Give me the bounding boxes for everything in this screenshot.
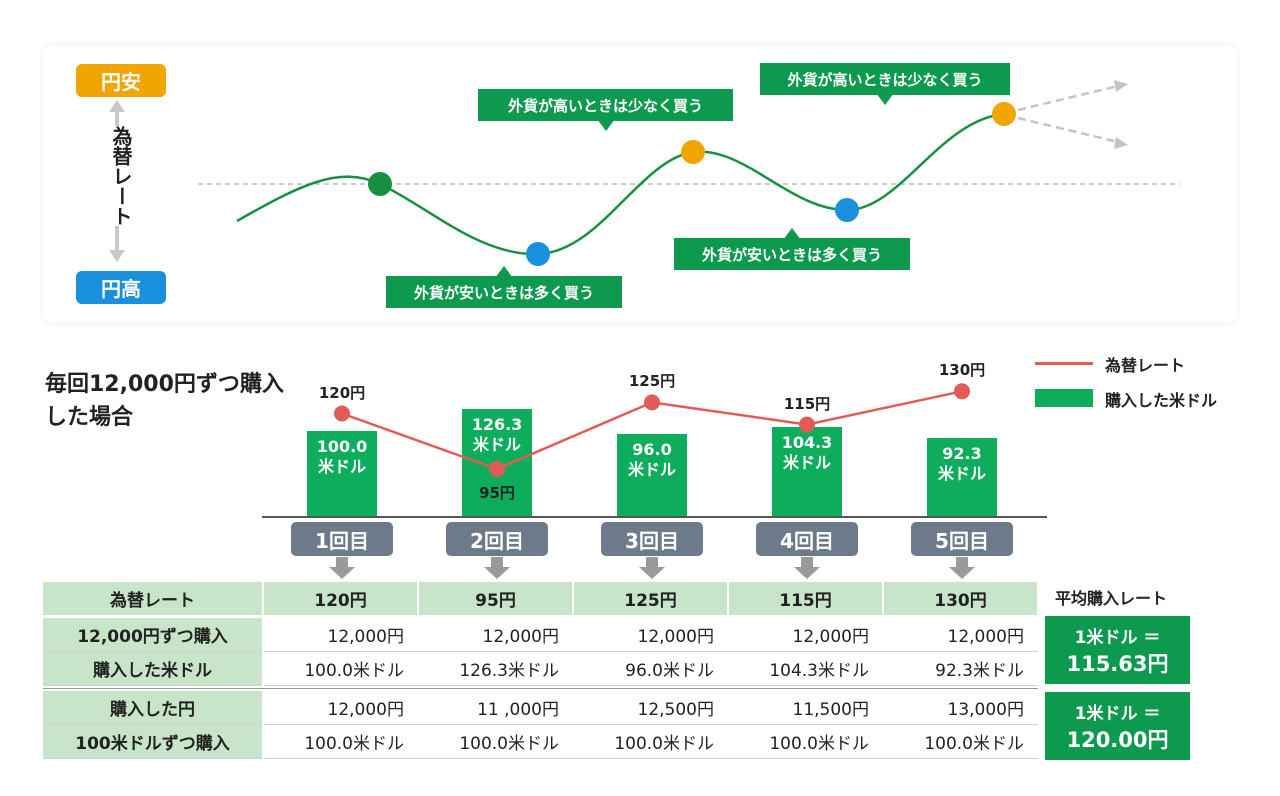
callout-high-1: 外貨が高いときは少なく買う bbox=[478, 89, 733, 131]
table-cell: 115円 bbox=[728, 582, 884, 618]
bar-label-l1: 100.0 bbox=[316, 437, 368, 456]
table-cell: 126.3米ドル bbox=[418, 651, 573, 686]
row-header: 購入した米ドル bbox=[43, 651, 264, 686]
bar-label-l2: 米ドル bbox=[937, 463, 986, 483]
table-cell: 12,000円 bbox=[263, 691, 418, 725]
forecast-up-arrow bbox=[1114, 80, 1128, 92]
table-cell: 12,000円 bbox=[263, 616, 418, 652]
row-header: 12,000円ずつ購入 bbox=[43, 616, 264, 652]
mid-point-dot bbox=[368, 172, 392, 196]
round-tab: 1回目 bbox=[291, 522, 393, 556]
table-cell: 11 ,000円 bbox=[418, 691, 573, 725]
table-cell: 95円 bbox=[418, 582, 574, 618]
chart-baseline bbox=[262, 516, 1047, 518]
axis-arrow-down bbox=[109, 250, 125, 262]
table-cell: 120円 bbox=[263, 582, 419, 618]
rate-point bbox=[799, 416, 815, 433]
high-point-dot-2 bbox=[992, 102, 1016, 126]
rate-point bbox=[644, 394, 660, 411]
weak-yen-label: 円安 bbox=[76, 64, 166, 97]
axis-arrow-up bbox=[109, 100, 125, 112]
table-cell: 12,500円 bbox=[573, 691, 728, 725]
table-cell: 104.3米ドル bbox=[728, 651, 883, 686]
low-point-dot-1 bbox=[526, 242, 550, 266]
avg-a-line2: 115.63円 bbox=[1066, 652, 1169, 676]
rate-point bbox=[489, 461, 505, 477]
row-header: 100米ドルずつ購入 bbox=[43, 724, 264, 759]
rate-point bbox=[334, 405, 350, 422]
table-cell: 12,000円 bbox=[883, 616, 1038, 652]
table-cell: 100.0米ドル bbox=[263, 651, 418, 686]
table-divider bbox=[43, 688, 1038, 689]
table-cell: 100.0米ドル bbox=[883, 724, 1038, 759]
round-tab: 5回目 bbox=[911, 522, 1013, 556]
legend-rate-swatch bbox=[1035, 362, 1093, 365]
rate-point bbox=[954, 383, 970, 400]
forecast-up-line bbox=[1017, 84, 1119, 112]
avg-rate-box-b: 1米ドル ＝ 120.00円 bbox=[1045, 692, 1190, 760]
chart-title: 毎回12,000円ずつ購入した場合 bbox=[45, 372, 284, 430]
table-cell: 12,000円 bbox=[573, 616, 728, 652]
table-cell: 12,000円 bbox=[418, 616, 573, 652]
bar-label-l1: 92.3 bbox=[942, 443, 982, 463]
legend-rate-label: 為替レート bbox=[1105, 356, 1186, 375]
round-tab: 2回目 bbox=[446, 522, 548, 556]
table-cell: 100.0米ドル bbox=[728, 724, 883, 759]
strong-yen-label: 円高 bbox=[76, 271, 166, 304]
row-header: 購入した円 bbox=[43, 691, 264, 725]
rate-label: 95円 bbox=[479, 484, 515, 502]
row-header: 為替レート bbox=[43, 582, 264, 618]
table-cell: 13,000円 bbox=[883, 691, 1038, 725]
table-cell: 100.0米ドル bbox=[418, 724, 573, 759]
table-cell: 130円 bbox=[883, 582, 1039, 618]
callout-high-2: 外貨が高いときは少なく買う bbox=[760, 63, 1010, 105]
legend-usd-label: 購入した米ドル bbox=[1105, 391, 1218, 410]
avg-b-line1: 1米ドル ＝ bbox=[1074, 704, 1161, 724]
rate-label: 125円 bbox=[628, 372, 676, 391]
bar-label-l2: 米ドル bbox=[627, 460, 676, 480]
bar-label-l1: 96.0 bbox=[632, 440, 672, 460]
bar-label-l2: 米ドル bbox=[317, 457, 366, 476]
table-cell: 92.3米ドル bbox=[883, 651, 1038, 686]
callout-low-1: 外貨が安いときは多く買う bbox=[386, 266, 622, 308]
avg-a-line1: 1米ドル ＝ bbox=[1074, 628, 1161, 648]
avg-rate-title: 平均購入レート bbox=[1055, 589, 1168, 608]
round-tab: 3回目 bbox=[601, 522, 703, 556]
bar-label-l1: 104.3 bbox=[781, 433, 833, 453]
table-cell: 100.0米ドル bbox=[263, 724, 418, 759]
rate-label: 120円 bbox=[318, 383, 366, 402]
rate-label: 115円 bbox=[783, 394, 831, 413]
forecast-down-line bbox=[1017, 116, 1119, 144]
bar-label-l2: 米ドル bbox=[472, 434, 521, 454]
bar-label-l2: 米ドル bbox=[782, 453, 831, 473]
rate-label: 130円 bbox=[938, 361, 986, 380]
round-tab: 4回目 bbox=[756, 522, 858, 556]
axis-label: 為替レート bbox=[100, 126, 134, 226]
high-point-dot-1 bbox=[681, 140, 705, 164]
legend-usd-swatch bbox=[1035, 389, 1093, 407]
avg-rate-box-a: 1米ドル ＝ 115.63円 bbox=[1045, 616, 1190, 684]
forecast-down-arrow bbox=[1114, 137, 1128, 149]
table-cell: 12,000円 bbox=[728, 616, 883, 652]
table-cell: 100.0米ドル bbox=[573, 724, 728, 759]
avg-b-line2: 120.00円 bbox=[1066, 728, 1169, 752]
rate-line-chart bbox=[334, 383, 970, 477]
bar-label-l1: 126.3 bbox=[471, 414, 523, 434]
table-cell: 96.0米ドル bbox=[573, 651, 728, 686]
table-cell: 125円 bbox=[573, 582, 729, 618]
callout-low-2: 外貨が安いときは多く買う bbox=[674, 228, 910, 270]
table-cell: 11,500円 bbox=[728, 691, 883, 725]
low-point-dot-2 bbox=[835, 198, 859, 222]
